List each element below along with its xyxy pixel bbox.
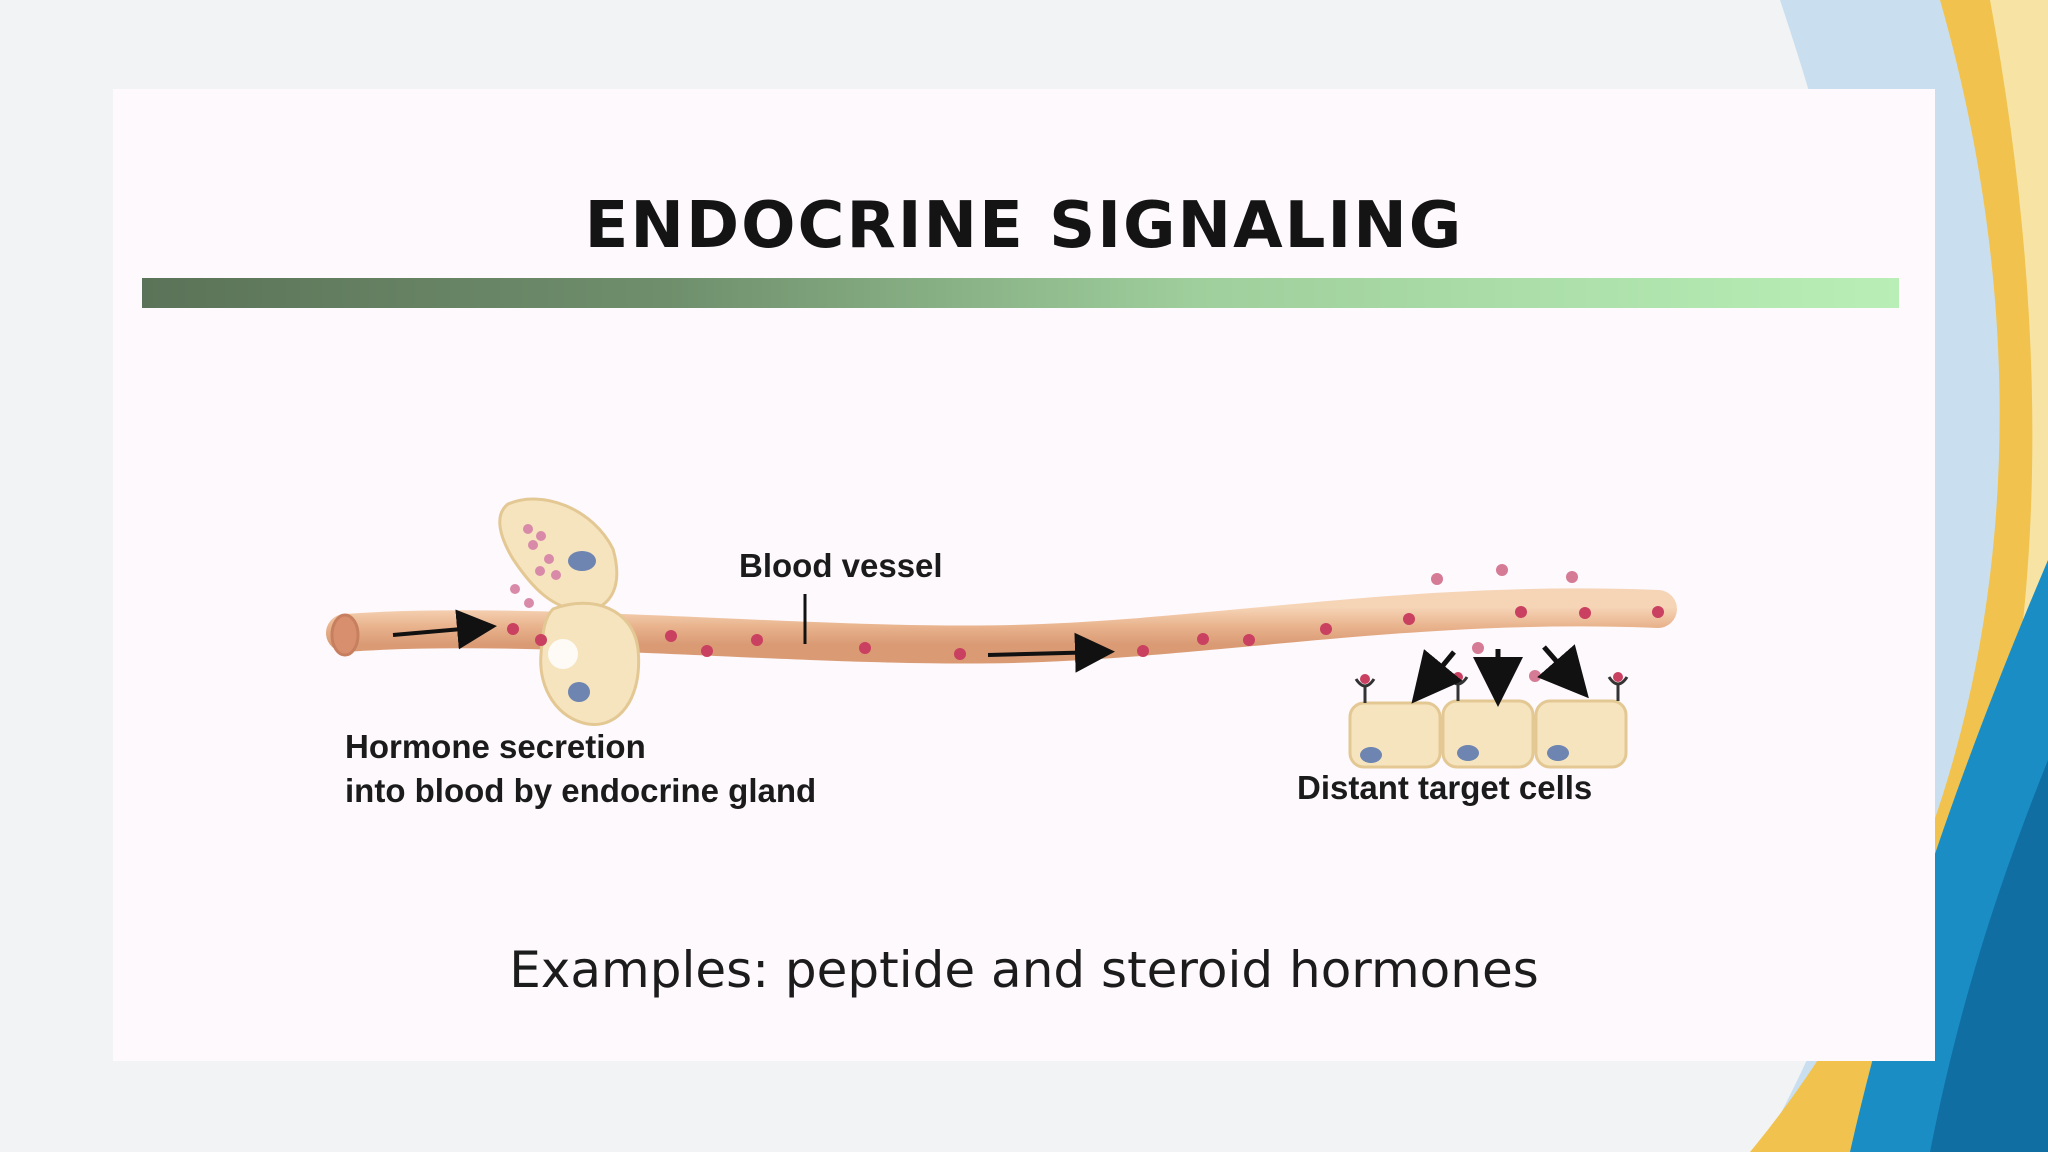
flow-arrow-middle bbox=[987, 632, 1115, 673]
target-arrow-right bbox=[1537, 644, 1589, 699]
hormone-granule bbox=[544, 554, 554, 564]
hormone-granule bbox=[535, 566, 545, 576]
hormone-granule bbox=[510, 584, 520, 594]
secretion-label-line2: into blood by endocrine gland bbox=[345, 772, 816, 809]
slide-panel: ENDOCRINE SIGNALING bbox=[113, 89, 1935, 1061]
hormone-granule bbox=[524, 598, 534, 608]
slide-title: ENDOCRINE SIGNALING bbox=[584, 189, 1464, 263]
blood-vessel-label: Blood vessel bbox=[739, 547, 943, 584]
vessel-opening bbox=[330, 613, 360, 657]
endocrine-gland bbox=[498, 497, 641, 727]
secretion-label-line1: Hormone secretion bbox=[345, 728, 646, 765]
title-underline-bar bbox=[142, 278, 1899, 308]
examples-caption: Examples: peptide and steroid hormones bbox=[509, 941, 1539, 999]
hormone-granule bbox=[536, 531, 546, 541]
hormone-granule bbox=[523, 524, 533, 534]
flow-arrow-left bbox=[392, 609, 497, 650]
hormone-granule bbox=[528, 540, 538, 550]
hormone-molecules bbox=[507, 606, 1664, 660]
hormone-granule bbox=[551, 570, 561, 580]
target-arrow-left bbox=[1411, 649, 1463, 704]
target-cells bbox=[1348, 699, 1628, 769]
receptors bbox=[1354, 676, 1629, 703]
target-cells-label: Distant target cells bbox=[1297, 769, 1592, 806]
endocrine-diagram: Blood vessel Hormone secretion into bloo… bbox=[326, 497, 1677, 809]
bound-hormones bbox=[1360, 672, 1623, 684]
